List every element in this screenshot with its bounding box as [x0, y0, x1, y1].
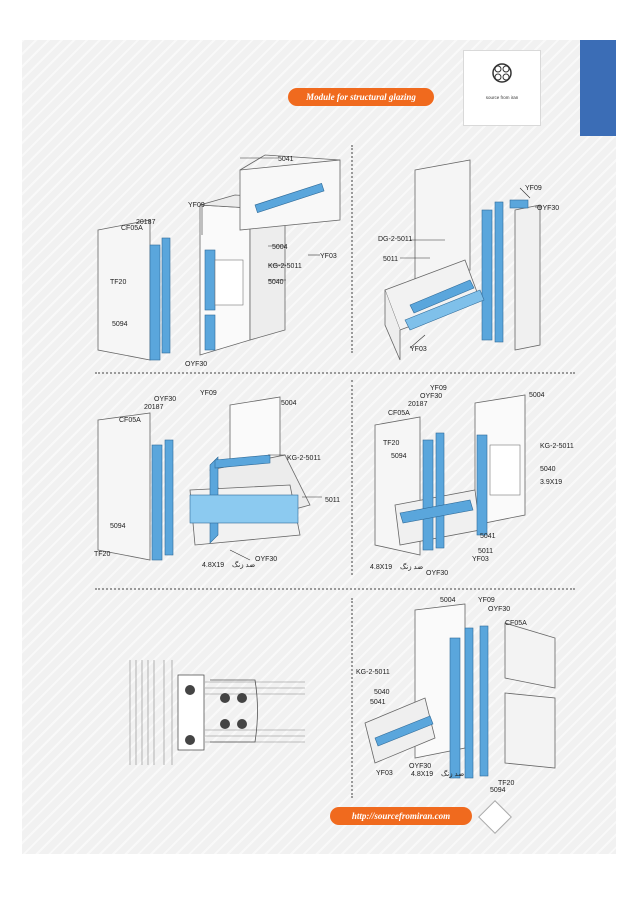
panel-2-drawing — [384, 159, 542, 361]
panel-3-drawing — [97, 396, 322, 561]
p4-label-15: OYF30 — [426, 570, 449, 577]
p6-label-3: CF05A — [505, 620, 527, 627]
brand-logo: source from iran — [463, 50, 541, 126]
p4-label-11: 5011 — [478, 548, 494, 555]
p1-label-9: 5094 — [112, 321, 128, 328]
p3-label-6: 5011 — [325, 497, 341, 504]
p4-label-14: ضد زنگ — [400, 564, 424, 571]
p6-label-9: 4.8X19 — [411, 771, 434, 778]
p2-label-4: YF03 — [410, 346, 427, 353]
p3-label-1: YF09 — [200, 390, 217, 397]
p1-label-2: 20187 — [136, 219, 156, 226]
p1-label-8: 5040 — [268, 279, 284, 286]
p1-label-6: KG-2-5011 — [268, 263, 302, 270]
p1-label-0: 5041 — [278, 156, 294, 163]
website-link[interactable]: http://sourcefromiran.com — [330, 807, 472, 825]
divider-horizontal-2 — [95, 588, 575, 590]
p4-label-5: TF20 — [383, 440, 400, 447]
divider-vertical-top — [351, 145, 353, 353]
p4-label-1: OYF30 — [420, 393, 443, 400]
p1-label-3: CF05A — [121, 225, 143, 232]
p4-label-6: 5094 — [391, 453, 407, 460]
panel-6-drawing — [364, 603, 556, 779]
p1-label-10: OYF30 — [185, 361, 208, 368]
p4-label-12: YF03 — [472, 556, 489, 563]
p3-label-2: 20187 — [144, 404, 164, 411]
p6-label-1: YF09 — [478, 597, 495, 604]
p1-label-7: YF03 — [320, 253, 337, 260]
divider-horizontal-1 — [95, 372, 575, 374]
p4-label-10: 5041 — [480, 533, 496, 540]
p1-label-4: TF20 — [110, 279, 127, 286]
p1-label-5: 5004 — [272, 244, 288, 251]
p4-label-13: 4.8X19 — [370, 564, 393, 571]
p4-label-4: 5004 — [529, 392, 545, 399]
p4-label-9: 3.9X19 — [540, 479, 563, 486]
p4-label-3: CF05A — [388, 410, 410, 417]
p6-label-11: TF20 — [498, 780, 515, 787]
p4-label-7: KG-2-5011 — [540, 443, 574, 450]
p1-label-1: YF09 — [188, 202, 205, 209]
panel-1-drawing — [97, 154, 341, 361]
p3-label-7: 5094 — [110, 523, 126, 530]
p6-label-12: 5094 — [490, 787, 506, 794]
p2-label-1: OYF30 — [537, 205, 560, 212]
divider-vertical-bottom — [351, 598, 353, 798]
p3-label-11: OYF30 — [255, 556, 278, 563]
p3-label-5: KG-2-5011 — [287, 455, 321, 462]
p6-label-0: 5004 — [440, 597, 456, 604]
p6-label-8: YF03 — [376, 770, 393, 777]
p3-label-3: CF05A — [119, 417, 141, 424]
p2-label-0: YF09 — [525, 185, 542, 192]
p6-label-4: KG-2-5011 — [356, 669, 390, 676]
p4-label-8: 5040 — [540, 466, 556, 473]
p6-label-5: 5040 — [374, 689, 390, 696]
p6-label-10: ضد زنگ — [441, 771, 465, 778]
divider-vertical-middle — [351, 380, 353, 575]
panel-5-section-drawing — [129, 660, 305, 765]
p2-label-3: 5011 — [383, 256, 399, 263]
p6-label-6: 5041 — [370, 699, 386, 706]
p3-label-8: TF20 — [94, 551, 111, 558]
p2-label-2: DG-2-5011 — [378, 236, 413, 243]
p3-label-10: ضد زنگ — [232, 562, 256, 569]
p4-label-2: 20187 — [408, 401, 428, 408]
p6-label-7: OYF30 — [409, 763, 432, 770]
logo-icon — [466, 53, 538, 109]
p3-label-4: 5004 — [281, 400, 297, 407]
p4-label-0: YF09 — [430, 385, 447, 392]
p3-label-9: 4.8X19 — [202, 562, 225, 569]
blue-accent-tab — [580, 40, 616, 136]
logo-text: source from iran — [485, 95, 519, 100]
p3-label-0: OYF30 — [154, 396, 177, 403]
page-title: Module for structural glazing — [288, 88, 434, 106]
panel-4-drawing — [374, 394, 526, 556]
p6-label-2: OYF30 — [488, 606, 511, 613]
